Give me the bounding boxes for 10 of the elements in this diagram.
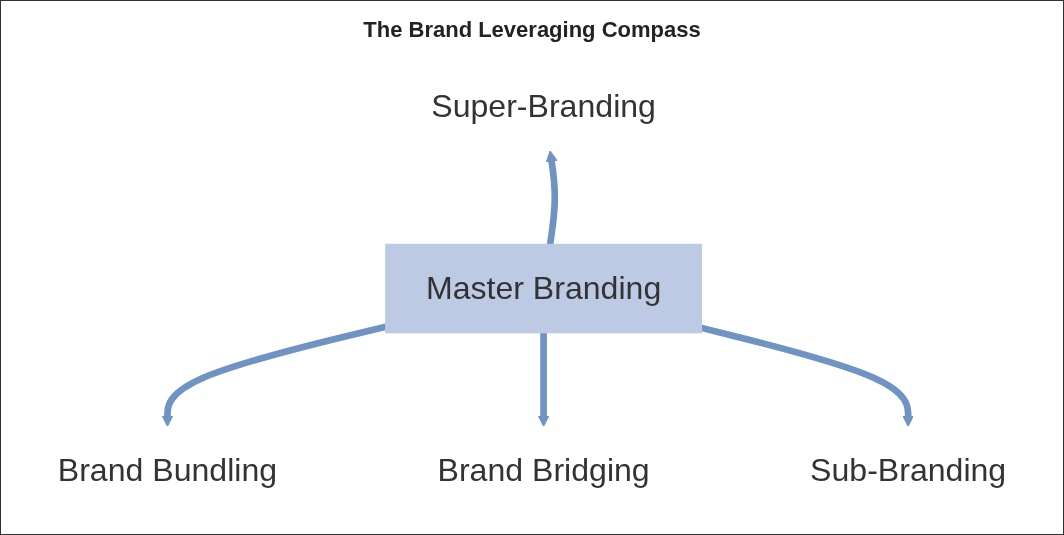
diagram-title: The Brand Leveraging Compass — [363, 17, 701, 43]
node-text: Sub-Branding — [810, 451, 1007, 488]
node-box: Master Branding — [385, 243, 703, 334]
node-text: Brand Bridging — [437, 451, 650, 488]
arrow — [700, 324, 914, 427]
arrow — [545, 150, 559, 245]
arrow — [161, 323, 387, 427]
arrow — [537, 332, 550, 427]
node-text: Super-Branding — [431, 88, 656, 125]
node-text: Brand Bundling — [57, 451, 278, 488]
